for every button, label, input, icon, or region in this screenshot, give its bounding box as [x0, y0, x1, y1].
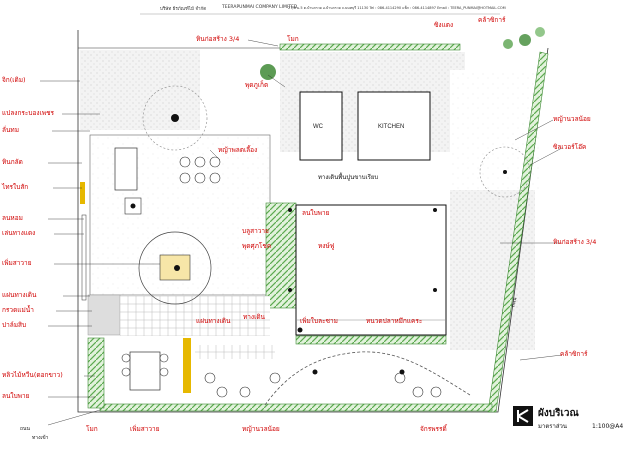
- site-boundary: [77, 30, 549, 413]
- gravel-area-top-left: [80, 50, 200, 130]
- hedge-left: [87, 337, 105, 409]
- label-nhua: หนวดปลาหมึกแคระ: [366, 317, 423, 325]
- yellow-planter: [80, 182, 85, 204]
- kitchen-building: [357, 91, 431, 161]
- label-liu: หลิวไม้หวีน(ดอกขาว): [2, 371, 63, 379]
- curved-path: [264, 351, 471, 406]
- label-silver-oak: ซิลเวอร์โอ๊ค: [553, 143, 587, 151]
- label-stone-top: หินก่อสร้าง 3/4: [196, 35, 240, 43]
- wc-building: [299, 91, 343, 161]
- label-palm: ปาล์มสิบ: [2, 321, 27, 329]
- terrace-deck: [295, 204, 447, 336]
- label-lonhom: ลนหอม: [2, 214, 23, 222]
- room-wc: WC: [313, 124, 323, 130]
- label-lonbaipai: ลนใบพาย: [2, 392, 30, 400]
- label-pave: แผ่นทางเดิน: [196, 317, 231, 325]
- room-kitchen: KITCHEN: [378, 124, 405, 130]
- label-pheamsawai-bottom: เพิ่มสาวาย: [130, 425, 160, 433]
- label-nuannoi-bottom: หญ้านวลน้อย: [242, 425, 280, 433]
- label-road-left: ถนน: [20, 426, 30, 432]
- hedge-right: [487, 51, 549, 413]
- label-pudsorch: พุดศุภโชค: [242, 242, 272, 250]
- label-kla-cigar-right: คล้าซิการ์: [560, 350, 588, 358]
- label-pudpuket: พุดภูเก็ต: [245, 81, 269, 89]
- paving-grid: [120, 296, 270, 336]
- label-singtaeng: ซิงแตง: [434, 21, 454, 29]
- title-scale-value: 1:100@A4: [592, 423, 624, 430]
- company-name-en: TEERAPUNMAI COMPANY LIMITED: [222, 5, 298, 10]
- tree-canopy-top-left: [142, 85, 208, 151]
- label-lantom: ลั่นทม: [2, 126, 19, 134]
- label-river-gravel: กรวดแม่น้ำ: [2, 306, 34, 314]
- label-entrance: ทางเข้า: [32, 435, 49, 441]
- label-mok-bottom: โมก: [86, 425, 98, 433]
- label-sai: ไทรใบสัก: [2, 183, 29, 191]
- planting-strip-deck: [295, 335, 447, 345]
- tree-canopy-right: [479, 146, 531, 198]
- label-stepping-stone: แผ่นทางเดิน: [2, 291, 37, 299]
- label-kla-cigar-top: คล้าซิการ์: [478, 16, 506, 24]
- planting-strip-center: [265, 202, 297, 309]
- label-jik: จิก(เดิม): [2, 76, 26, 84]
- label-phem: เพิ่มใบละซาม: [300, 317, 338, 325]
- bench-table-bottom: [129, 351, 161, 391]
- gravel-path-bottom-left: [87, 294, 121, 336]
- label-jakkraphat: จักรพรรดิ์: [420, 425, 447, 433]
- label-stone-right: หินก่อสร้าง 3/4: [553, 238, 597, 246]
- label-heng: หงษ์ฟู: [318, 242, 335, 250]
- label-mok-top: โมก: [287, 35, 299, 43]
- label-sanpai: ลนใบพาย: [302, 209, 330, 217]
- hedge-bottom: [99, 403, 493, 412]
- label-bluesawai: บลูสาวาย: [242, 227, 269, 235]
- paving-strip: [195, 345, 275, 359]
- left-wall: [81, 214, 87, 301]
- logo-mark: [513, 406, 533, 426]
- label-pheamsawai: เพิ่มสาวาย: [2, 259, 32, 267]
- dining-table: [114, 147, 138, 191]
- hedge-top: [279, 43, 461, 51]
- label-hinklad: หินกลัด: [2, 158, 23, 166]
- label-nuannoi-right: หญ้านวลน้อย: [553, 115, 591, 123]
- title-scale-label: มาตราส่วน: [538, 423, 567, 430]
- leader-lines: [40, 39, 563, 426]
- plant-pudpuket: [260, 64, 276, 80]
- label-lentangdaeng: เล่นทางแดง: [2, 229, 36, 237]
- label-cactus-bed: แปลงกระบองเพชร: [2, 109, 55, 117]
- title-main: ผังบริเวณ: [538, 408, 579, 419]
- label-walk2: ทางเดิน: [243, 313, 265, 321]
- label-walkway: ทางเดินพื้นปูนขาบเรียบ: [318, 174, 379, 181]
- yellow-bench: [183, 338, 191, 393]
- label-grass-lawn: หญ้าพลตเลี้อง: [218, 146, 258, 154]
- round-seating-area: [138, 231, 212, 305]
- company-contact: 27/8 ม.5 ต.บ้านกรวย อ.บ้านกรวย จ.นนทบุรี…: [288, 6, 506, 10]
- company-name: บริษัท ธีรภัณฑ์ไม้ จำกัด: [160, 7, 207, 12]
